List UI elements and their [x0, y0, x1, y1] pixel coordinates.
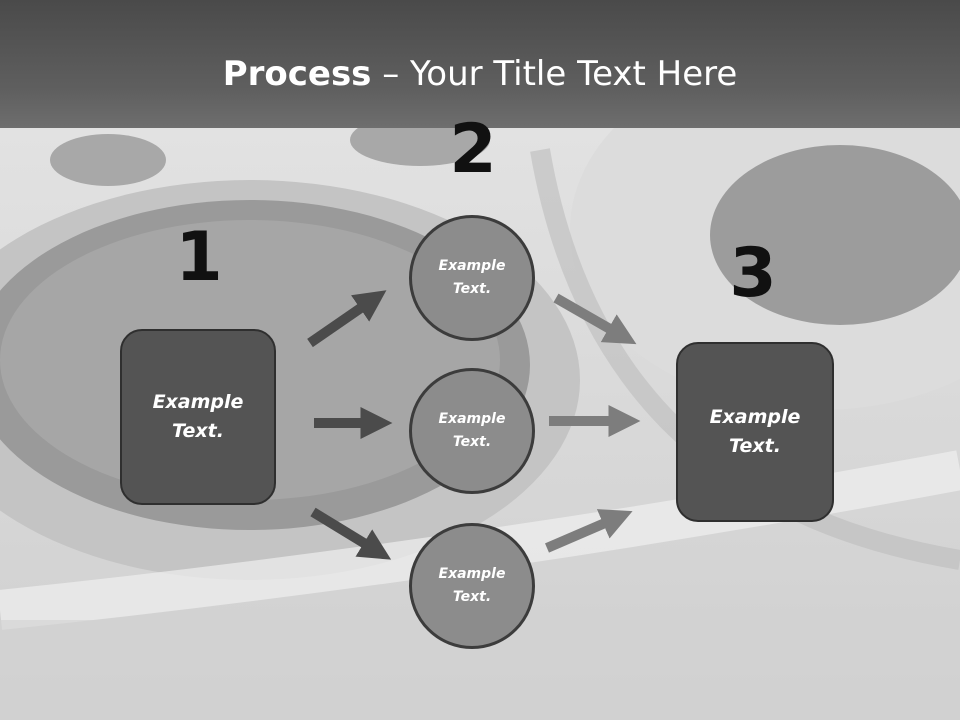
- end-box: Example Text.: [676, 342, 834, 522]
- arrow-start-to-top: [307, 290, 387, 348]
- arrow-top-to-end: [553, 293, 637, 345]
- branch-circle-top: Example Text.: [409, 215, 535, 341]
- branch-circle-bottom-label: Example Text.: [438, 566, 506, 605]
- branch-circle-middle-label: Example Text.: [438, 411, 506, 450]
- branch-circle-top-label: Example Text.: [438, 258, 506, 297]
- arrow-bottom-to-end: [545, 509, 633, 553]
- page-title: Process – Your Title Text Here: [0, 52, 960, 96]
- title-bold: Process: [222, 54, 372, 94]
- step-number-2: 2: [449, 110, 497, 189]
- step-number-1: 1: [175, 218, 223, 297]
- title-bar: [0, 0, 960, 128]
- start-box: Example Text.: [120, 329, 276, 505]
- end-box-label: Example Text.: [709, 406, 801, 457]
- branch-circle-bottom: Example Text.: [409, 523, 535, 649]
- title-rest: – Your Title Text Here: [371, 54, 738, 94]
- arrow-start-to-bottom: [310, 507, 392, 560]
- step-number-3: 3: [729, 234, 777, 313]
- branch-circle-middle: Example Text.: [409, 368, 535, 494]
- start-box-label: Example Text.: [152, 391, 244, 442]
